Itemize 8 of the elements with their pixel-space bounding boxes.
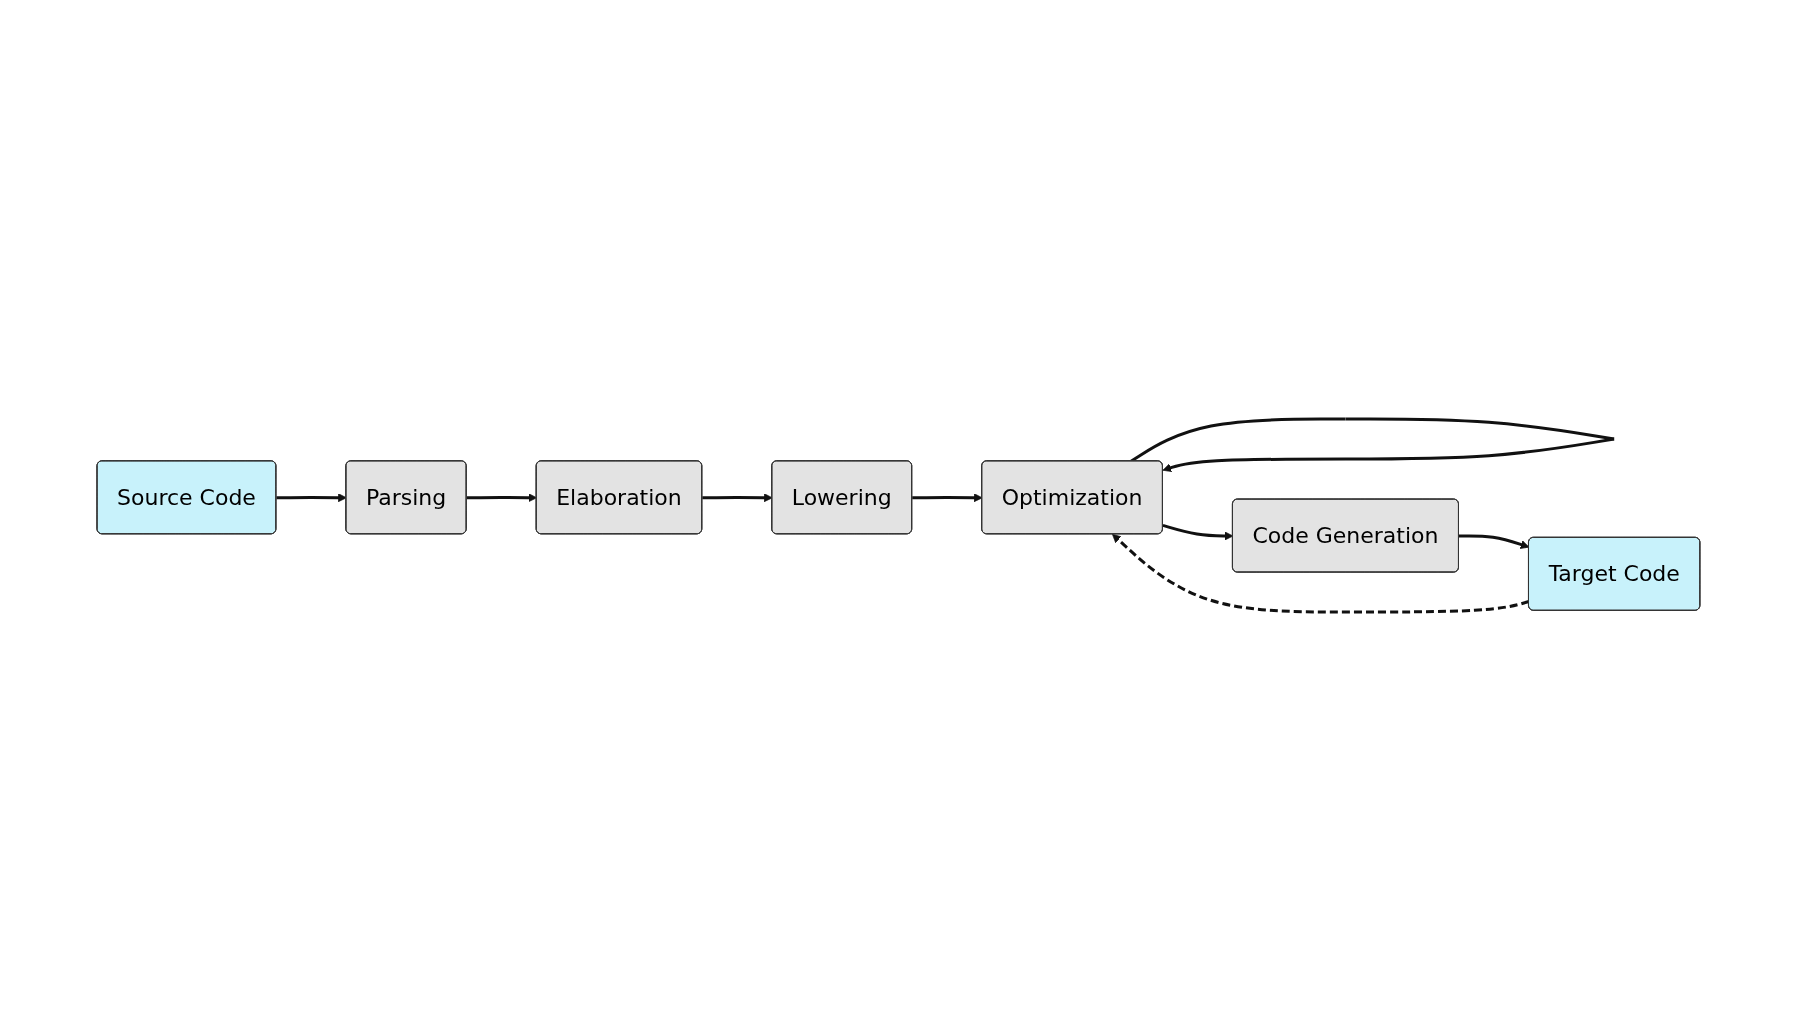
arrow	[466, 493, 537, 503]
arrow	[1458, 534, 1529, 549]
arrow	[275, 493, 347, 503]
arrow	[1129, 417, 1614, 472]
arrow	[1111, 533, 1529, 614]
arrow	[1162, 523, 1233, 541]
arrow	[701, 493, 773, 503]
arrow	[911, 493, 983, 503]
